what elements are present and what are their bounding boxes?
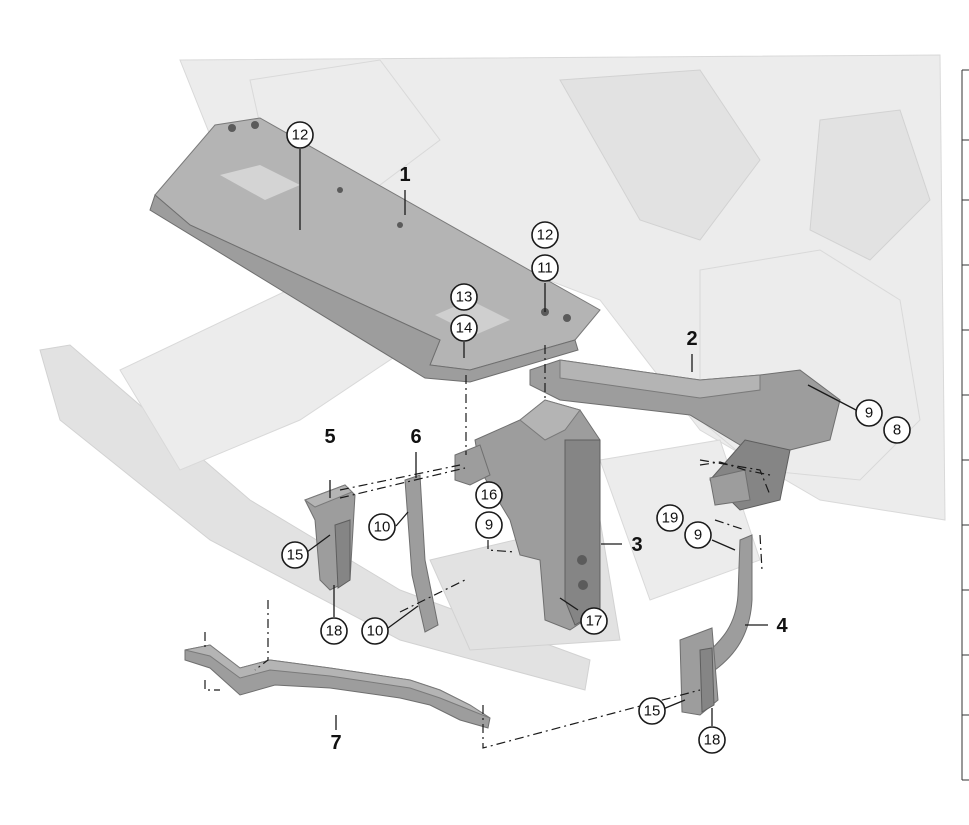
callout-9-center: 9 — [475, 511, 503, 539]
part-label-4: 4 — [776, 615, 788, 637]
part-2-bracket-arm — [529, 359, 841, 511]
callout-8: 8 — [883, 416, 911, 444]
part-label-5: 5 — [324, 426, 335, 448]
svg-text:8: 8 — [893, 422, 901, 439]
part-label-3: 3 — [631, 534, 642, 556]
svg-text:10: 10 — [374, 519, 391, 536]
callout-18-right: 18 — [698, 726, 726, 754]
callout-12-right: 12 — [531, 221, 559, 249]
callout-10-upper: 10 — [368, 513, 396, 541]
callout-19: 19 — [656, 504, 684, 532]
part-4-curved-arm — [679, 534, 753, 716]
callout-16: 16 — [475, 481, 503, 509]
callout-9-lower: 9 — [684, 521, 712, 549]
callout-14: 14 — [450, 314, 478, 342]
callout-11: 11 — [531, 254, 559, 282]
svg-text:19: 19 — [662, 510, 679, 527]
part-3-support-tower — [454, 399, 601, 631]
callout-10-lower: 10 — [361, 617, 389, 645]
callout-17: 17 — [580, 607, 608, 635]
svg-text:12: 12 — [537, 227, 554, 244]
table-edge — [961, 69, 969, 781]
part-label-6: 6 — [410, 426, 421, 448]
leader-lines — [299, 149, 857, 730]
svg-text:11: 11 — [537, 260, 553, 277]
svg-text:17: 17 — [586, 613, 603, 630]
svg-text:16: 16 — [481, 487, 498, 504]
svg-text:18: 18 — [326, 623, 343, 640]
callout-9-right: 9 — [855, 399, 883, 427]
svg-text:10: 10 — [367, 623, 384, 640]
part-1-crossmember-plate — [149, 117, 601, 383]
svg-text:18: 18 — [704, 732, 721, 749]
svg-text:9: 9 — [865, 405, 873, 422]
part-7-lower-carrier — [184, 644, 491, 729]
part-label-7: 7 — [330, 732, 341, 754]
svg-text:9: 9 — [485, 517, 493, 534]
part-label-1: 1 — [399, 164, 410, 186]
svg-text:12: 12 — [292, 127, 309, 144]
assembly-lines — [204, 345, 771, 749]
svg-text:15: 15 — [644, 703, 661, 720]
callout-13: 13 — [450, 283, 478, 311]
svg-text:14: 14 — [456, 320, 473, 337]
part-label-2: 2 — [686, 328, 697, 350]
callout-15-left: 15 — [281, 541, 309, 569]
part-6-vertical-strut — [404, 474, 439, 633]
callout-18-left: 18 — [320, 617, 348, 645]
svg-text:13: 13 — [456, 289, 473, 306]
svg-text:9: 9 — [694, 527, 702, 544]
callout-12-top: 12 — [286, 121, 314, 149]
svg-text:15: 15 — [287, 547, 304, 564]
callout-15-right: 15 — [638, 697, 666, 725]
